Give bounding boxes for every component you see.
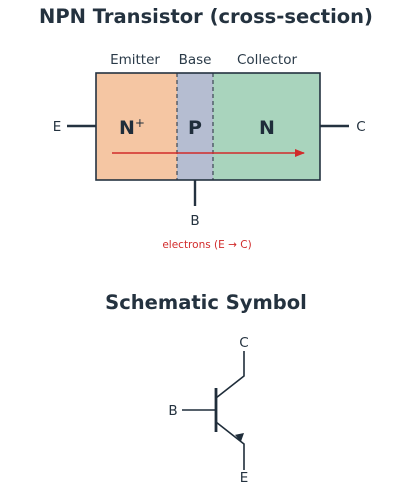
- base-terminal-label: B: [190, 213, 199, 229]
- schematic-collector-wire: [215, 351, 245, 399]
- base-doping-label: P: [188, 117, 202, 139]
- collector-terminal-label: C: [356, 119, 365, 135]
- collector-region: [213, 73, 320, 180]
- collector-doping-label: N: [259, 117, 275, 139]
- electron-flow-caption: electrons (E → C): [162, 239, 251, 251]
- schematic-emitter-label: E: [240, 470, 249, 486]
- schematic-base-label: B: [168, 403, 177, 419]
- emitter-terminal-label: E: [53, 119, 62, 135]
- collector-region-label: Collector: [237, 52, 297, 68]
- schematic-collector-label: C: [239, 335, 248, 351]
- base-region: [177, 73, 213, 180]
- schematic-title: Schematic Symbol: [105, 291, 307, 314]
- schematic-emitter-wire: [215, 421, 245, 470]
- schematic-emitter-arrow: [235, 433, 244, 442]
- base-region-label: Base: [179, 52, 212, 68]
- emitter-region-label: Emitter: [110, 52, 160, 68]
- cross-section-title: NPN Transistor (cross-section): [39, 5, 373, 28]
- emitter-region: [96, 73, 177, 180]
- emitter-doping-label: N+: [119, 116, 145, 139]
